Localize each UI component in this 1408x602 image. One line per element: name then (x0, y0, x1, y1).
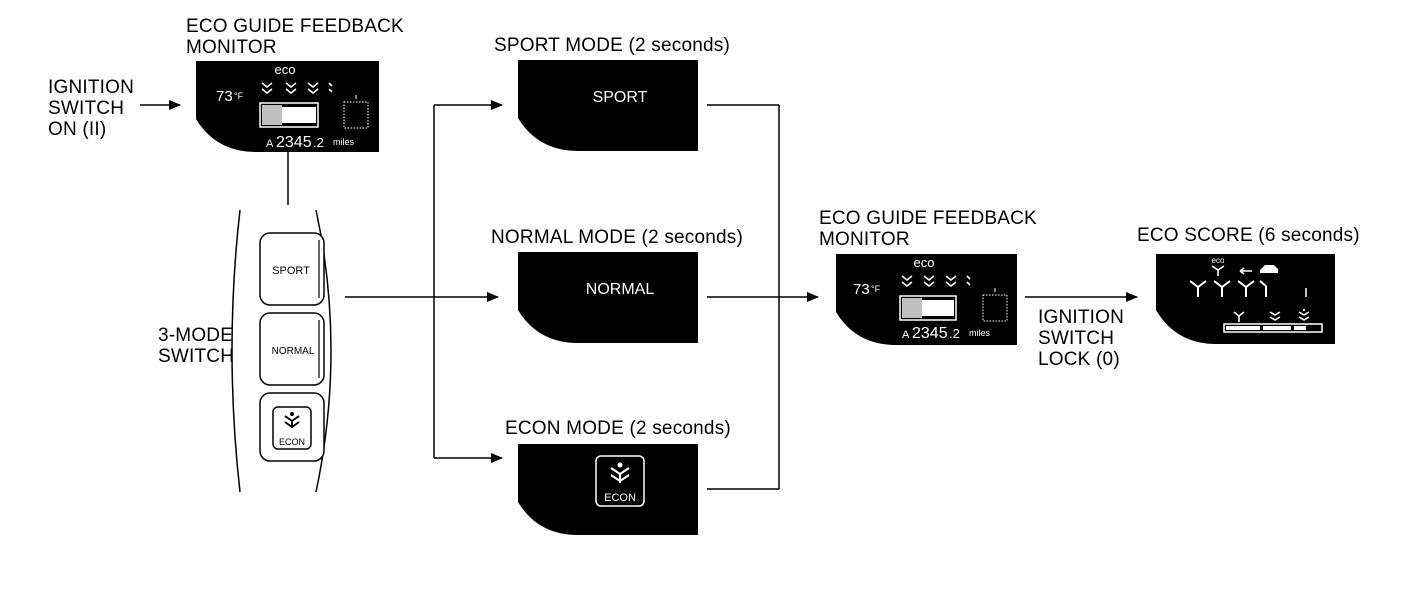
monitor-gauge-box (343, 101, 369, 129)
three-mode-switch: SPORT NORMAL ECON (231, 209, 332, 493)
sport-screen-text: SPORT (593, 89, 648, 106)
leaf-icon (1211, 265, 1225, 276)
normal-mode-label: NORMAL MODE (2 seconds) (491, 227, 744, 248)
switch-button-econ[interactable]: ECON (259, 392, 325, 462)
three-mode-switch-label: 3-MODE SWITCH (158, 325, 235, 367)
leaf-icon (1233, 309, 1310, 322)
ignition-on-label: IGNITION SWITCH ON (II) (48, 77, 135, 140)
eco-monitor-title-top: ECO GUIDE FEEDBACK MONITOR (186, 16, 404, 58)
normal-mode-screen: NORMAL (518, 252, 698, 343)
switch-button-sport[interactable]: SPORT (259, 232, 325, 306)
econ-leaf-icon (595, 455, 645, 507)
normal-screen-text: NORMAL (586, 281, 655, 298)
car-icon (1260, 265, 1278, 273)
monitor-odometer-value: 2345 (276, 134, 312, 151)
eco-score-screen: eco (1156, 254, 1335, 344)
svg-text:°F: °F (871, 284, 881, 294)
arrow-left-icon (1239, 267, 1252, 275)
svg-text:.2: .2 (949, 326, 960, 341)
monitor-odometer-decimal: .2 (313, 135, 324, 150)
monitor-eco-text: eco (275, 62, 296, 77)
svg-text:eco: eco (914, 255, 935, 270)
econ-mode-label: ECON MODE (2 seconds) (505, 418, 731, 439)
eco-monitor-title-middle: ECO GUIDE FEEDBACK MONITOR (819, 208, 1037, 250)
svg-text:2345: 2345 (912, 325, 948, 342)
sport-mode-screen: SPORT (518, 60, 698, 151)
switch-sport-text: SPORT (272, 265, 310, 277)
monitor-odometer-unit: miles (333, 137, 355, 147)
monitor-odometer-prefix: A (266, 138, 274, 150)
connector-lines (140, 100, 1138, 490)
leaf-icon (901, 275, 971, 288)
monitor-eco-bar (259, 102, 319, 128)
eco-score-bar (1223, 323, 1323, 333)
eco-score-label: ECO SCORE (6 seconds) (1137, 225, 1360, 246)
switch-normal-text: NORMAL (272, 346, 315, 357)
score-eco-text: eco (1212, 256, 1225, 265)
eco-monitor-screen-top: eco 73 °F A 2345 .2 miles (196, 61, 379, 152)
svg-text:73: 73 (853, 281, 870, 298)
svg-text:A: A (902, 329, 910, 341)
leaf-icon (261, 82, 333, 95)
econ-mode-screen: ECON (518, 444, 698, 535)
monitor-temperature-unit: °F (234, 91, 244, 101)
sport-mode-label: SPORT MODE (2 seconds) (494, 35, 730, 56)
switch-button-normal[interactable]: NORMAL (259, 312, 325, 386)
ignition-lock-label: IGNITION SWITCH LOCK (0) (1038, 307, 1125, 370)
svg-text:miles: miles (969, 328, 991, 338)
leaf-icon (1189, 280, 1267, 297)
monitor-temperature: 73 (216, 88, 233, 105)
econ-screen-text: ECON (604, 492, 636, 504)
switch-econ-text: ECON (279, 437, 305, 447)
eco-monitor-screen-middle: eco 73 °F A 2345 .2 miles (836, 254, 1017, 345)
